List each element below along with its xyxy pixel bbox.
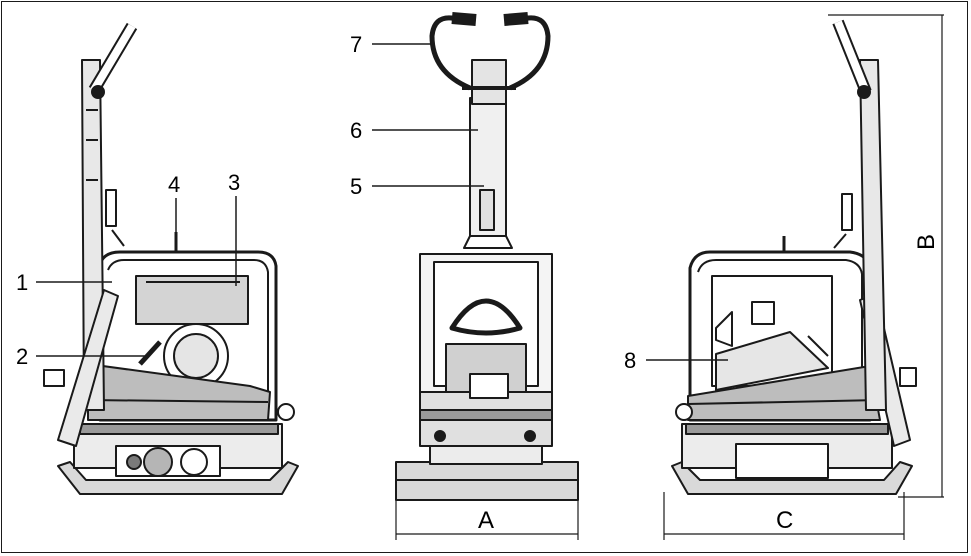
right-handle-mast: [859, 59, 887, 411]
dimension-a: A: [478, 507, 494, 534]
callout-2: 2: [16, 344, 28, 369]
dimension-b: B: [913, 234, 940, 250]
callout-4: 4: [168, 172, 180, 197]
left-side-view: [43, 22, 299, 495]
callout-7: 7: [350, 32, 362, 57]
right-engine-block: [715, 331, 829, 391]
callout-6: 6: [350, 118, 362, 143]
front-handle-loop: [429, 15, 551, 91]
left-fuel-tank: [135, 275, 249, 325]
right-side-view: [671, 19, 917, 495]
leader-lines: [36, 43, 728, 361]
callout-3: 3: [228, 170, 240, 195]
dimension-c: C: [776, 507, 793, 534]
callout-1: 1: [16, 270, 28, 295]
callout-8: 8: [624, 348, 636, 373]
callout-5: 5: [350, 174, 362, 199]
dimension-lines: [395, 14, 944, 540]
front-view: [395, 12, 579, 501]
